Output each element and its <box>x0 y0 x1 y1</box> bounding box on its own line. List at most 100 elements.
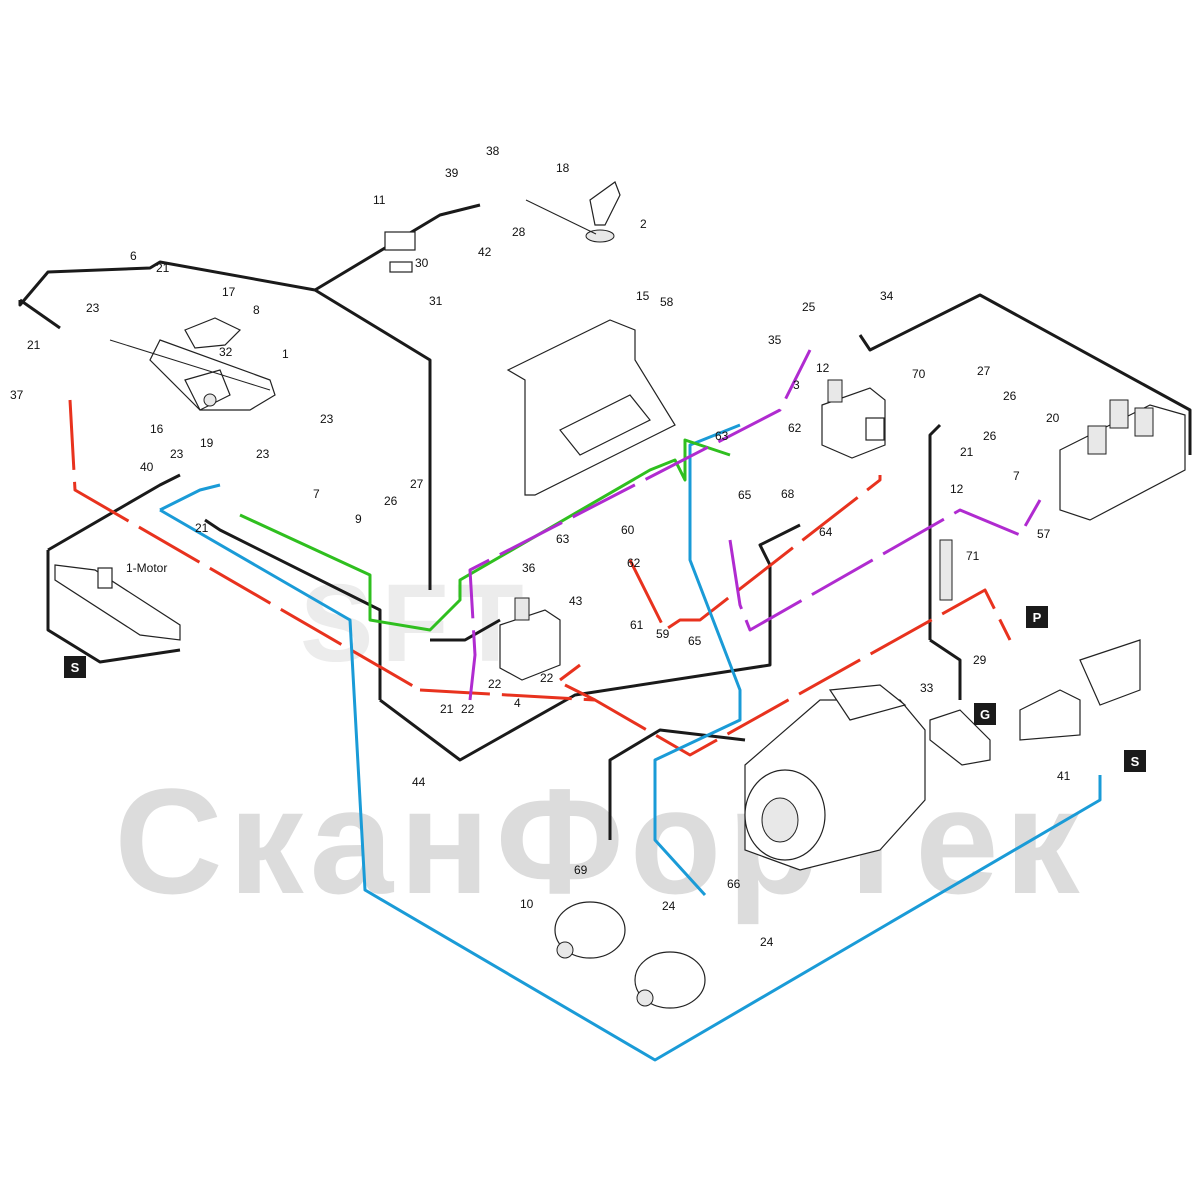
part-label-28: 28 <box>512 225 526 239</box>
part-label-34: 34 <box>880 289 894 303</box>
part-label-31: 31 <box>429 294 443 308</box>
part-label-64: 64 <box>819 525 833 539</box>
purple-hose-2 <box>728 499 1042 632</box>
part-label-59: 59 <box>656 627 670 641</box>
red-hose-5 <box>564 683 596 702</box>
part-label-10: 10 <box>520 897 534 911</box>
part-label-58: 58 <box>660 295 674 309</box>
watermark-logo: SFT <box>300 562 532 685</box>
part-label-62: 62 <box>788 421 802 435</box>
purple-hose-1 <box>468 349 812 701</box>
black-hose-6 <box>204 518 382 700</box>
part-label-39: 39 <box>445 166 459 180</box>
part-label-61: 61 <box>630 618 644 632</box>
part-label-7: 7 <box>1013 469 1020 483</box>
part-label-33: 33 <box>920 681 934 695</box>
black-hose-5 <box>47 473 181 552</box>
part-label-35: 35 <box>768 333 782 347</box>
purple-hose-lines <box>468 349 1042 701</box>
bracket-right <box>1019 639 1141 741</box>
part-label-66: 66 <box>727 877 741 891</box>
part-label-23: 23 <box>170 447 184 461</box>
part-label-4: 4 <box>514 696 521 710</box>
part-label-18: 18 <box>556 161 570 175</box>
svg-text:G: G <box>980 707 990 722</box>
red-hose-4 <box>559 663 581 682</box>
part-label-63: 63 <box>715 429 729 443</box>
black-hose-7 <box>379 523 801 762</box>
part-label-22: 22 <box>461 702 475 716</box>
black-hose-lines <box>18 203 1192 840</box>
part-label-1: 1 <box>282 347 289 361</box>
motor-bracket <box>54 564 181 641</box>
part-label-40: 40 <box>140 460 154 474</box>
hydraulic-pump <box>744 684 926 871</box>
part-label-37: 37 <box>10 388 24 402</box>
part-label-24: 24 <box>662 899 676 913</box>
svg-text:S: S <box>1131 754 1140 769</box>
part-label-12: 12 <box>816 361 830 375</box>
part-label-42: 42 <box>478 245 492 259</box>
part-label-26: 26 <box>384 494 398 508</box>
green-hose-1 <box>239 438 731 632</box>
part-label-26: 26 <box>1003 389 1017 403</box>
svg-text:P: P <box>1033 610 1042 625</box>
blue-hose-3 <box>653 423 742 897</box>
part-label-19: 19 <box>200 436 214 450</box>
part-label-63: 63 <box>556 532 570 546</box>
part-label-36: 36 <box>522 561 536 575</box>
blue-hose-2 <box>159 508 1102 1062</box>
badge-g: G <box>974 703 996 725</box>
black-hose-11 <box>608 728 746 840</box>
black-hose-2 <box>19 298 61 330</box>
part-label-41: 41 <box>1057 769 1071 783</box>
black-hose-12 <box>430 618 501 642</box>
part-label-29: 29 <box>973 653 987 667</box>
blue-hose-1 <box>159 483 221 512</box>
svg-text:S: S <box>71 660 80 675</box>
part-label-32: 32 <box>219 345 233 359</box>
accumulator-10a <box>554 901 626 959</box>
part-label-8: 8 <box>253 303 260 317</box>
red-hose-2 <box>419 588 1012 757</box>
red-hose-lines <box>68 399 1012 757</box>
part-label-65: 65 <box>738 488 752 502</box>
black-hose-4 <box>46 550 181 664</box>
part-label-44: 44 <box>412 775 426 789</box>
red-hose-1 <box>68 399 421 692</box>
part-label-38: 38 <box>486 144 500 158</box>
black-hose-10 <box>929 638 962 700</box>
block-33 <box>929 709 991 766</box>
part-label-9: 9 <box>355 512 362 526</box>
part-label-60: 60 <box>621 523 635 537</box>
part-label-15: 15 <box>636 289 650 303</box>
part-label-25: 25 <box>802 300 816 314</box>
valve-block-4 <box>499 597 561 681</box>
part-labels: 1234677891011121215161718192021212121212… <box>10 144 1071 949</box>
part-label-12: 12 <box>950 482 964 496</box>
part-label-65: 65 <box>688 634 702 648</box>
part-label-17: 17 <box>222 285 236 299</box>
part-label-69: 69 <box>574 863 588 877</box>
part-label-23: 23 <box>320 412 334 426</box>
part-label-22: 22 <box>488 677 502 691</box>
part-label-70: 70 <box>912 367 926 381</box>
mounting-bracket <box>506 319 676 496</box>
black-hose-8 <box>858 293 1192 455</box>
part-label-71: 71 <box>966 549 980 563</box>
part-label-62: 62 <box>627 556 641 570</box>
control-valve-stack <box>1059 399 1186 521</box>
accumulator-10b <box>634 951 706 1009</box>
black-hose-3 <box>314 203 481 292</box>
badge-p: P <box>1026 606 1048 628</box>
part-label-22: 22 <box>540 671 554 685</box>
part-label-21: 21 <box>195 521 209 535</box>
part-label-27: 27 <box>977 364 991 378</box>
motor-label: 1-Motor <box>126 561 167 575</box>
part-label-7: 7 <box>313 487 320 501</box>
part-label-30: 30 <box>415 256 429 270</box>
part-label-21: 21 <box>27 338 41 352</box>
part-label-6: 6 <box>130 249 137 263</box>
